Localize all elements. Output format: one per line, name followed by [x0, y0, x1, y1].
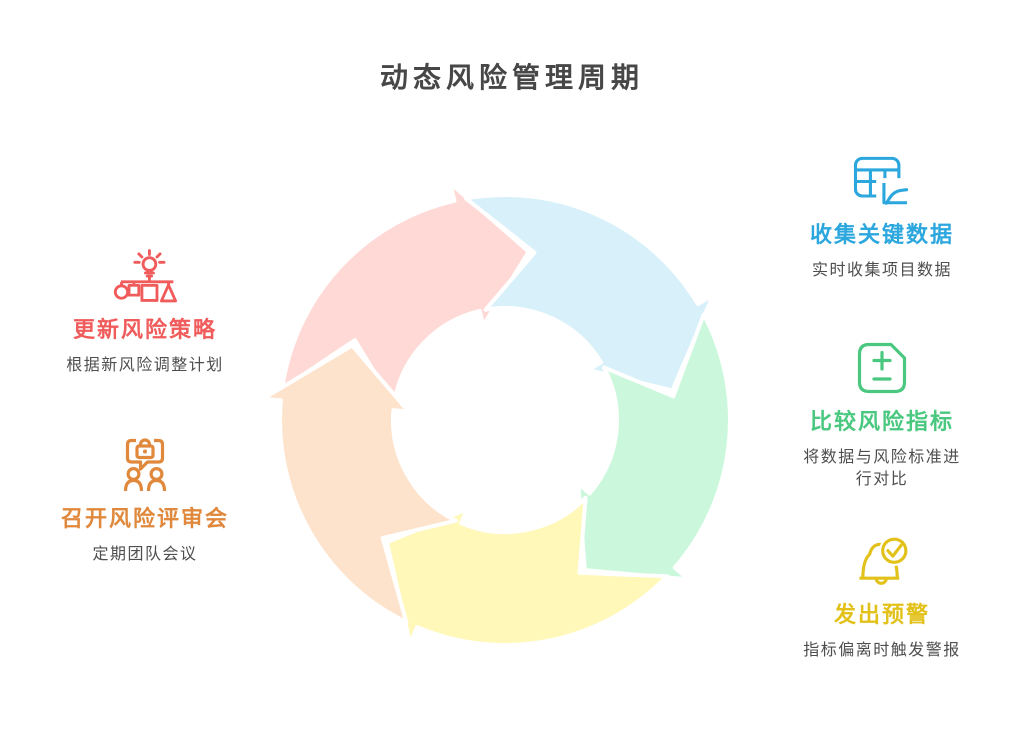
- step-description: 定期团队会议: [92, 546, 198, 563]
- cycle-arrow-hold-review: [260, 343, 458, 625]
- step-title: 比较风险指标: [809, 409, 954, 434]
- cycle-arrow-collect-data: [463, 192, 716, 393]
- step-compare-indicators: 比较风险指标 将数据与风险标准进行对比: [770, 340, 994, 491]
- step-description: 实时收集项目数据: [811, 262, 952, 279]
- bell-check-icon: [854, 535, 911, 589]
- step-title: 发出预警: [833, 602, 930, 627]
- team-chat-lock-icon: [117, 435, 173, 493]
- diagram-title: 动态风险管理周期: [379, 63, 644, 94]
- step-title: 更新风险策略: [72, 317, 217, 342]
- cycle-arrow-issue-alert: [384, 495, 669, 647]
- step-description: 指标偏离时触发警报: [803, 642, 961, 659]
- step-title: 收集关键数据: [809, 222, 954, 247]
- step-hold-review-meeting: 召开风险评审会 定期团队会议: [33, 435, 257, 566]
- step-title: 召开风险评审会: [60, 506, 229, 531]
- cycle-arrows-diagram: [260, 181, 733, 647]
- step-issue-alert: 发出预警 指标偏离时触发警报: [770, 535, 994, 662]
- cycle-arrow-update-strategy: [280, 181, 531, 407]
- plus-minus-document-icon: [855, 340, 909, 396]
- cycle-arrow-compare-indicators: [576, 312, 733, 582]
- step-description: 将数据与风险标准进行对比: [803, 449, 961, 488]
- step-update-strategy: 更新风险策略 根据新风险调整计划: [33, 249, 257, 377]
- step-description: 根据新风险调整计划: [66, 357, 224, 374]
- idea-decision-tree-icon: [112, 249, 178, 304]
- step-collect-data: 收集关键数据 实时收集项目数据: [770, 155, 994, 282]
- data-table-chart-icon: [852, 155, 912, 209]
